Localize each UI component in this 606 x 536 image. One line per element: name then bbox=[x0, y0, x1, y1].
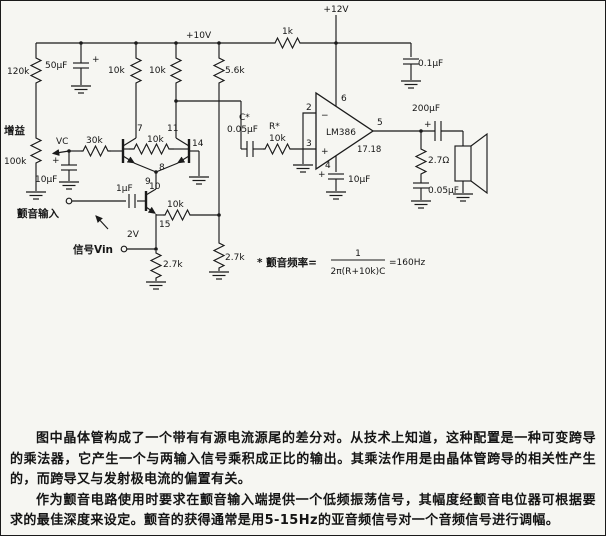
label-c200-plus: + bbox=[424, 120, 432, 130]
description-text: 图中晶体管构成了一个带有有源电流源尾的差分对。从技术上知道，这种配置是一种可变跨… bbox=[1, 429, 605, 532]
label-p9: 9 bbox=[145, 177, 151, 187]
label-vc: VC bbox=[56, 137, 68, 147]
resistor-30k bbox=[81, 144, 111, 158]
paragraph-2: 作为颤音电路使用时要求在颤音输入端提供一个低频振荡信号，其幅度经颤音电位器可根据… bbox=[10, 492, 596, 529]
label-signal-vin: 信号Vin bbox=[73, 243, 113, 256]
label-r10k-mid: 10k bbox=[147, 135, 164, 145]
label-c01: 0.1μF bbox=[418, 59, 443, 69]
label-c50: 50μF bbox=[45, 61, 67, 71]
label-p1718: 17.18 bbox=[357, 145, 381, 155]
label-ic: LM386 bbox=[326, 128, 356, 138]
coupling-network bbox=[240, 101, 316, 157]
speaker-cone bbox=[470, 132, 488, 195]
formula-label: * 颤音频率= bbox=[257, 256, 317, 269]
resistor-10k-bias bbox=[163, 208, 193, 222]
label-v10: +10V bbox=[186, 31, 212, 41]
label-r10k-left: 10k bbox=[108, 66, 125, 76]
label-r27k-emitter: 2.7k bbox=[163, 260, 183, 270]
label-c10-left: 10μF bbox=[35, 175, 57, 185]
label-q11: 11 bbox=[167, 124, 178, 134]
label-r56k: 5.6k bbox=[225, 66, 245, 76]
label-c10-right: 10μF bbox=[348, 175, 370, 185]
paragraph-1: 图中晶体管构成了一个带有有源电流源尾的差分对。从技术上知道，这种配置是一种可变跨… bbox=[10, 431, 596, 488]
formula-numerator: 1 bbox=[355, 249, 361, 259]
output-stage bbox=[373, 121, 488, 200]
label-gain: 增益 bbox=[4, 124, 25, 137]
label-c50-plus: + bbox=[92, 55, 100, 65]
label-p15: 15 bbox=[159, 220, 170, 230]
label-r27ohm: 2.7Ω bbox=[428, 156, 449, 166]
resistor-2r7 bbox=[414, 147, 428, 177]
resistor-1k bbox=[273, 36, 303, 50]
label-c1uf: 1μF bbox=[116, 184, 133, 194]
resistor-10k-right bbox=[169, 56, 183, 86]
label-p5: 5 bbox=[377, 118, 383, 128]
tremolo-input-stage bbox=[65, 188, 163, 281]
label-p4: 4 bbox=[325, 161, 331, 171]
label-c005-out: 0.05μF bbox=[428, 186, 459, 196]
resistor-rstar bbox=[263, 142, 293, 156]
label-p2: 2 bbox=[306, 103, 312, 113]
pot-wiper-arrow bbox=[51, 149, 70, 156]
label-v2: 2V bbox=[127, 230, 140, 240]
formula-result: =160Hz bbox=[389, 258, 425, 268]
resistor-10k-left bbox=[129, 56, 143, 86]
label-q10: 10 bbox=[149, 182, 161, 192]
left-branch bbox=[29, 43, 123, 191]
label-c200: 200μF bbox=[412, 104, 440, 114]
power-rail bbox=[36, 15, 419, 80]
label-p6: 6 bbox=[341, 94, 347, 104]
label-p14: 14 bbox=[192, 139, 204, 149]
label-q7: 7 bbox=[137, 124, 143, 134]
label-pot: 100k bbox=[4, 157, 27, 167]
signal-input-terminal bbox=[120, 245, 128, 253]
label-plus-in: + bbox=[321, 147, 329, 157]
resistor-10k-mid bbox=[129, 142, 174, 156]
label-minus: − bbox=[321, 111, 329, 121]
label-cstar: C* bbox=[239, 113, 250, 123]
speaker-body bbox=[454, 145, 472, 182]
label-r30k: 30k bbox=[86, 136, 103, 146]
label-r1k: 1k bbox=[282, 27, 294, 37]
tremolo-input-terminal bbox=[65, 197, 73, 205]
pin2-wire bbox=[302, 112, 316, 164]
tremolo-frequency-formula: * 颤音频率= 1 2π(R+10k)C =160Hz bbox=[257, 249, 425, 277]
label-rstar-val: 10k bbox=[269, 134, 286, 144]
label-r10k-bias: 10k bbox=[167, 200, 184, 210]
resistor-120k bbox=[29, 56, 43, 86]
diff-pair bbox=[121, 43, 241, 189]
resistor-5k6 bbox=[212, 56, 226, 86]
label-r120k: 120k bbox=[7, 67, 30, 77]
gain-potentiometer bbox=[29, 136, 43, 166]
label-tremolo-input: 颤音输入 bbox=[17, 207, 59, 220]
label-cstar-val: 0.05μF bbox=[227, 125, 258, 135]
label-c10l-plus: + bbox=[52, 156, 60, 166]
opamp-triangle bbox=[315, 91, 375, 171]
label-v12: +12V bbox=[323, 5, 349, 15]
label-c10r-plus: + bbox=[318, 170, 326, 180]
label-p3: 3 bbox=[306, 139, 312, 149]
circuit-diagram: +12V +10V 1k 0.1μF 120k 50μF + 10k 10k 5… bbox=[4, 5, 488, 290]
input-arrow bbox=[95, 215, 109, 230]
formula-denominator: 2π(R+10k)C bbox=[331, 267, 386, 277]
label-p8: 8 bbox=[159, 163, 165, 173]
label-r27k-bias: 2.7k bbox=[225, 253, 245, 263]
label-rstar: R* bbox=[269, 122, 280, 132]
resistor-2k7-emitter bbox=[149, 251, 163, 281]
junction-dots bbox=[67, 41, 423, 251]
opamp-lm386 bbox=[302, 43, 375, 191]
label-r10k-right: 10k bbox=[149, 66, 166, 76]
resistor-2k7-bias bbox=[212, 241, 226, 271]
bias-network bbox=[156, 43, 226, 271]
